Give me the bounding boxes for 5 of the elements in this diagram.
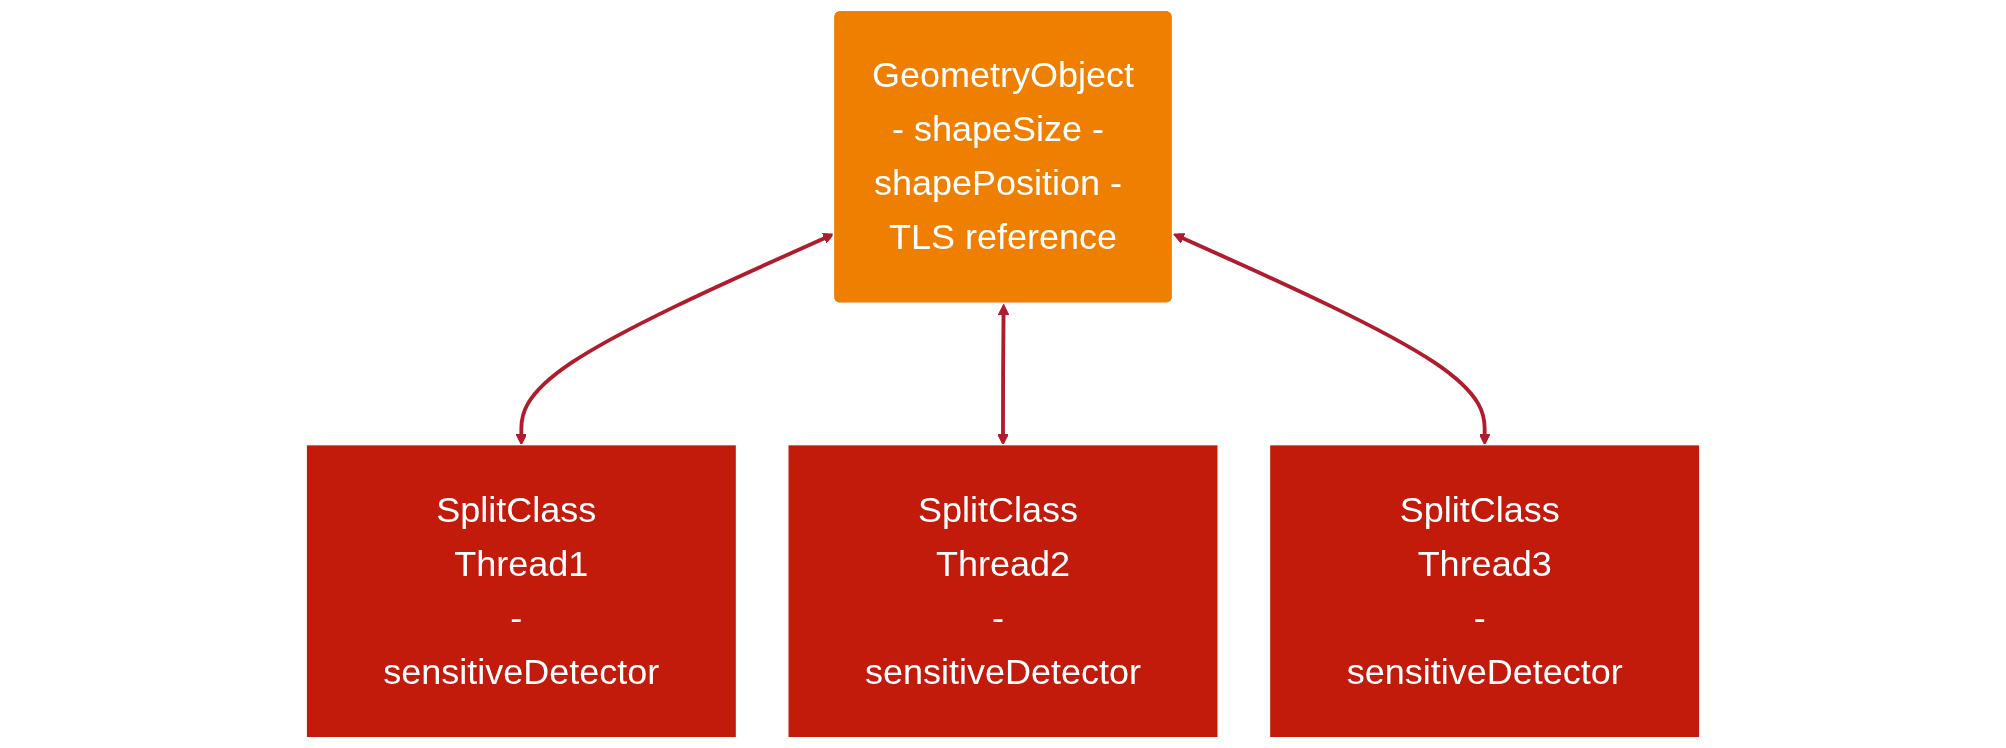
node-box: SplitClass Thread1 - sensitiveDetector — [305, 444, 738, 739]
node-box: SplitClass Thread3 - sensitiveDetector — [1268, 444, 1701, 739]
arrow — [997, 303, 1010, 446]
arrow — [1173, 233, 1491, 446]
node-box: SplitClass Thread2 - sensitiveDetector — [787, 444, 1219, 739]
